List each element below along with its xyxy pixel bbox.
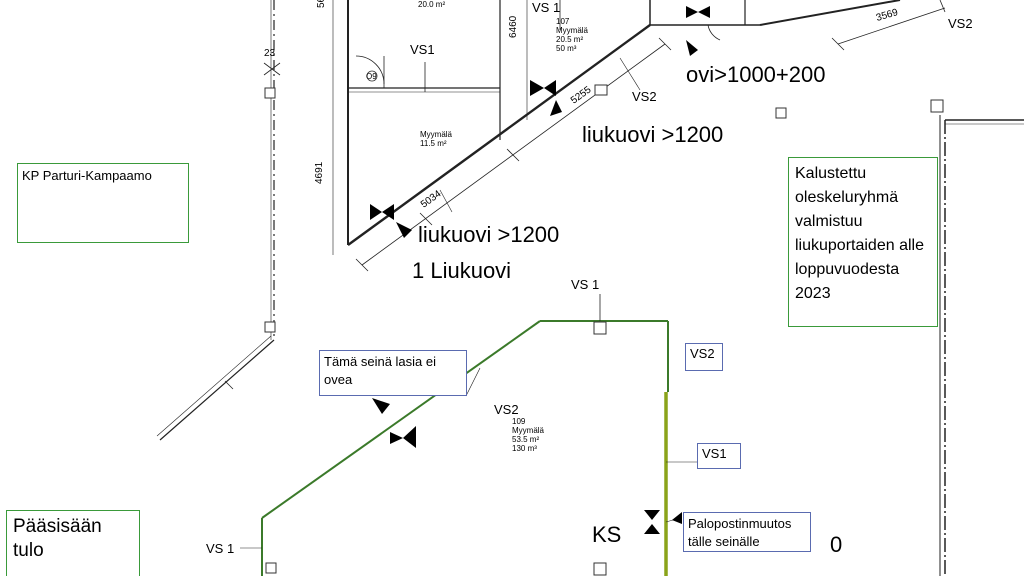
room-small-tag: Myymälä 11.5 m² xyxy=(420,130,452,148)
room-107-tag: 107 Myymälä 20.5 m² 50 m³ xyxy=(556,17,588,53)
vs1-label: VS 1 xyxy=(571,277,600,292)
column-marker xyxy=(775,107,787,119)
partial-zero-label: 0 xyxy=(830,532,843,557)
door-symbol xyxy=(390,426,416,448)
door-symbol xyxy=(530,80,556,96)
column-marker xyxy=(264,321,276,333)
door-symbol xyxy=(686,40,698,56)
door-symbol xyxy=(672,512,682,524)
room-name: Myymälä xyxy=(420,130,453,139)
door-symbol xyxy=(550,100,562,116)
main-entrance-note: Pääsisään tulo xyxy=(6,510,140,576)
vs2-label: VS2 xyxy=(632,89,657,104)
column-marker xyxy=(930,99,944,113)
kp-parturi-box: KP Parturi-Kampaamo xyxy=(17,163,189,243)
dim-23: 23 xyxy=(264,48,276,59)
sliding-door-note-top: liukuovi >1200 xyxy=(582,122,724,147)
door-width-note: ovi>1000+200 xyxy=(686,62,826,87)
vs1-label: VS 1 xyxy=(206,541,235,556)
vs1-box: VS1 xyxy=(697,443,741,469)
room-109-tag: 109 Myymälä 53.5 m² 130 m³ xyxy=(512,417,544,453)
sliding-door-count: 1 Liukuovi xyxy=(412,258,512,283)
sliding-door-symbols xyxy=(370,6,710,534)
door-symbol xyxy=(370,204,394,220)
room-volume: 50 m³ xyxy=(556,44,577,53)
room-area: 11.5 m² xyxy=(420,139,447,148)
column-marker xyxy=(594,84,608,96)
vs2-label: VS2 xyxy=(948,16,973,31)
room-number: 109 xyxy=(512,417,526,426)
room-name: Myymälä xyxy=(512,426,545,435)
vs1-label: VS 1 xyxy=(532,0,561,15)
door-symbol xyxy=(644,510,660,534)
vs2-label: VS2 xyxy=(494,402,519,417)
dim-4691: 4691 xyxy=(314,161,325,184)
vs1-label: VS1 xyxy=(410,42,435,57)
dim-56: 56 xyxy=(316,0,327,8)
room-area: 20.5 m² xyxy=(556,35,584,44)
dim-6460: 6460 xyxy=(508,15,519,38)
glass-wall-note: Tämä seinä lasia ei ovea xyxy=(319,350,467,396)
room-top-area: 20.0 m² xyxy=(418,0,446,9)
room-name: Myymälä xyxy=(556,26,589,35)
column-marker xyxy=(264,87,276,99)
left-diagonal-wall xyxy=(159,339,275,441)
sliding-door-note-mid: liukuovi >1200 xyxy=(418,222,560,247)
fire-hydrant-note: Palopostinmuutos tälle seinälle xyxy=(683,512,811,552)
furnished-lounge-note: Kalustettu oleskeluryhmä valmistuu liuku… xyxy=(788,157,938,327)
room-volume: 130 m³ xyxy=(512,444,537,453)
door-symbol xyxy=(372,398,390,414)
door-symbol xyxy=(396,222,412,238)
column-marker xyxy=(593,321,607,335)
o9-label: O9 xyxy=(366,72,377,81)
room-number: 107 xyxy=(556,17,570,26)
main-diagonal-wall xyxy=(347,24,651,246)
column-marker xyxy=(265,562,277,574)
room-area: 53.5 m² xyxy=(512,435,540,444)
vs2-box: VS2 xyxy=(685,343,723,371)
partial-ks-label: KS xyxy=(592,522,622,547)
door-symbol xyxy=(686,6,710,18)
column-marker xyxy=(593,562,607,576)
